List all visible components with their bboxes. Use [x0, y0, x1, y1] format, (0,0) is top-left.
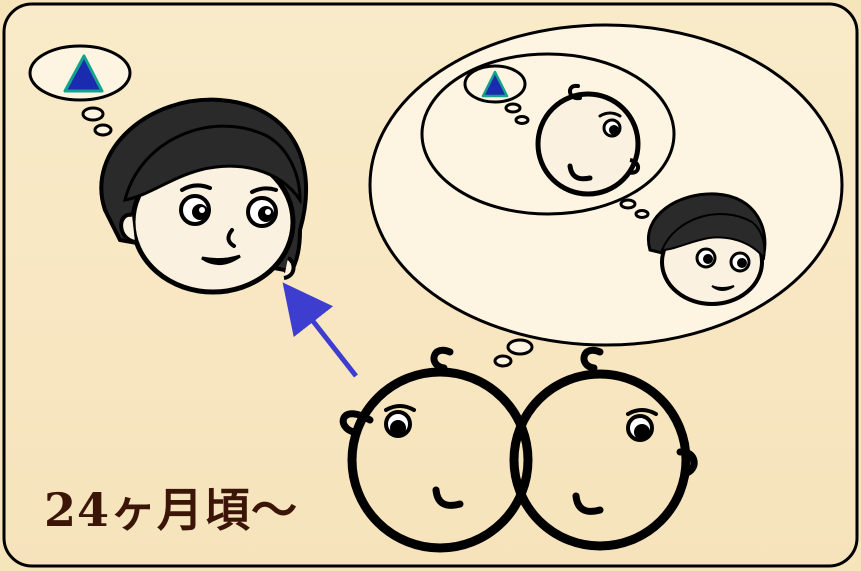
infant-face-icon: [535, 83, 641, 197]
gaze-arrow-icon: [282, 282, 358, 378]
triangle-object-icon: [481, 70, 509, 98]
infant-face-icon: [509, 346, 698, 551]
age-label: 24ヶ月頃～: [44, 483, 299, 537]
mother-face-icon: [646, 192, 767, 306]
mother-face-icon: [99, 97, 309, 295]
triangle-object-icon: [63, 54, 104, 93]
mother-thought-bubble: [28, 44, 132, 137]
infant-face-icon: [339, 346, 533, 553]
